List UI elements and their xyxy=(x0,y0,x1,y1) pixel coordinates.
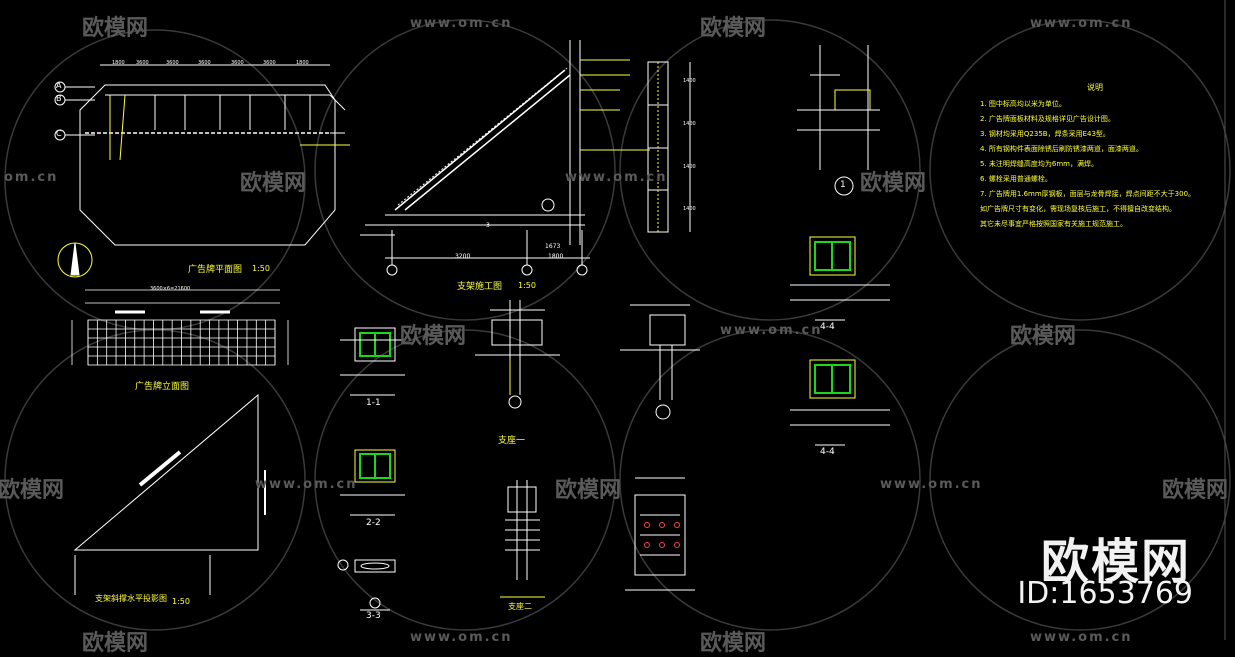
connection-detail-a xyxy=(620,304,700,420)
watermark-url: www.om.cn xyxy=(410,16,513,31)
section-3-3-label: 3-3 xyxy=(366,611,381,621)
detail-circle-1: 1 xyxy=(840,180,846,190)
watermark-logo: 欧模网 xyxy=(555,478,622,503)
support-detail-2-title: 支座二 xyxy=(508,602,532,611)
watermark-logo: 欧模网 xyxy=(700,16,767,41)
watermark-url: www.om.cn xyxy=(565,170,668,185)
grid-label-b: B xyxy=(56,94,62,103)
watermark-logo: 欧模网 xyxy=(400,324,467,349)
notes-item: 3. 钢材均采用Q235B，焊条采用E43型。 xyxy=(980,130,1110,138)
elevation-title: 广告牌立面图 xyxy=(135,382,190,392)
watermark-circles xyxy=(4,19,1231,631)
support-elevation xyxy=(360,40,691,276)
section-2-2-label: 2-2 xyxy=(366,518,381,528)
watermark-logo: 欧模网 xyxy=(240,171,307,196)
dim-support-v1: 1400 xyxy=(683,78,696,84)
watermark-logo: 欧模网 xyxy=(700,631,767,656)
dim-support-b3: 1673 xyxy=(545,243,561,250)
watermark-logo-partial: 欧模网 xyxy=(0,478,65,503)
dim-support-b1: 3 xyxy=(486,222,490,229)
notes-title: 说明 xyxy=(1087,83,1103,92)
notes-item: 5. 未注明焊缝高度均为6mm，满焊。 xyxy=(980,160,1098,168)
watermark-logo-partial: 欧模网 xyxy=(1162,478,1229,503)
section-1-1-label: 1-1 xyxy=(366,398,381,408)
watermark-logo: 欧模网 xyxy=(82,631,149,656)
grid-label-c: C xyxy=(56,129,62,138)
watermark-url: www.om.cn xyxy=(255,477,358,492)
watermark-url: www.om.cn xyxy=(1030,630,1133,645)
dim-support-v2: 1400 xyxy=(683,121,696,127)
dim-elevation-total: 3600×6=21600 xyxy=(150,286,191,292)
section-2-2 xyxy=(340,449,405,516)
section-1-1 xyxy=(340,327,405,396)
watermark-url: www.om.cn xyxy=(410,630,513,645)
support-detail-2 xyxy=(500,480,545,598)
watermark-url-partial: om.cn xyxy=(4,170,59,185)
watermark-logo: 欧模网 xyxy=(860,171,927,196)
section-4-4-b-label: 4-4 xyxy=(820,447,835,457)
design-notes: 说明 1. 图中标高均以米为单位。 2. 广告牌面板材料及规格详见广告设计图。 … xyxy=(980,80,1210,232)
notes-item: 2. 广告牌面板材料及规格详见广告设计图。 xyxy=(980,115,1115,123)
section-4-4-a-label: 4-4 xyxy=(820,322,835,332)
watermark-url: www.om.cn xyxy=(720,323,823,338)
dim-support-v4: 1400 xyxy=(683,206,696,212)
plan-view xyxy=(54,64,350,278)
dim-support-b2: 3200 xyxy=(455,253,471,260)
triangle-scale: 1:50 xyxy=(172,597,190,606)
dim-plan-4: 3600 xyxy=(198,60,211,66)
detail-1 xyxy=(797,45,880,196)
support-scale: 1:50 xyxy=(518,281,536,290)
notes-item: 4. 所有钢构件表面除锈后刷防锈漆两道，面漆两道。 xyxy=(980,145,1143,153)
triangle-title: 支架斜撑水平投影图 xyxy=(95,594,167,603)
dim-support-b4: 1800 xyxy=(548,253,564,260)
notes-item: 如广告牌尺寸有变化，需现场复核后施工，不得擅自改变结构。 xyxy=(980,205,1176,213)
watermark-logo: 欧模网 xyxy=(1010,324,1077,349)
watermark-url: www.om.cn xyxy=(880,477,983,492)
watermark-url: www.om.cn xyxy=(1030,16,1133,31)
section-4-4-a xyxy=(790,236,890,321)
connection-detail-b xyxy=(625,477,695,591)
plan-title: 广告牌平面图 xyxy=(188,265,243,275)
grid-label-a: A xyxy=(56,81,62,90)
dim-plan-6: 3600 xyxy=(263,60,276,66)
notes-item: 1. 图中标高均以米为单位。 xyxy=(980,100,1066,108)
watermark-logo: 欧模网 xyxy=(82,16,149,41)
notes-item: 其它未尽事宜严格按照国家有关施工规范施工。 xyxy=(980,220,1127,228)
section-3-3 xyxy=(337,559,396,611)
dim-plan-3: 3600 xyxy=(166,60,179,66)
plan-scale: 1:50 xyxy=(252,264,270,273)
elevation-view xyxy=(71,289,289,366)
section-4-4-b xyxy=(790,359,890,446)
dim-plan-7: 1800 xyxy=(296,60,309,66)
brand-id: ID:1653769 xyxy=(1017,576,1193,611)
support-title: 支架施工图 xyxy=(457,282,503,292)
dim-plan-5: 3600 xyxy=(231,60,244,66)
support-detail-1-title: 支座一 xyxy=(498,436,526,446)
dim-support-v3: 1400 xyxy=(683,164,696,170)
notes-item: 6. 螺栓采用普通螺栓。 xyxy=(980,175,1052,183)
triangle-projection xyxy=(73,393,266,595)
brand-name: 欧模网 xyxy=(1040,534,1191,590)
support-detail-1 xyxy=(475,300,560,409)
notes-item: 7. 广告牌用1.6mm厚钢板，面层与龙骨焊接，焊点间距不大于300。 xyxy=(980,190,1196,198)
dim-plan-2: 3600 xyxy=(136,60,149,66)
dim-plan-1: 1800 xyxy=(112,60,125,66)
